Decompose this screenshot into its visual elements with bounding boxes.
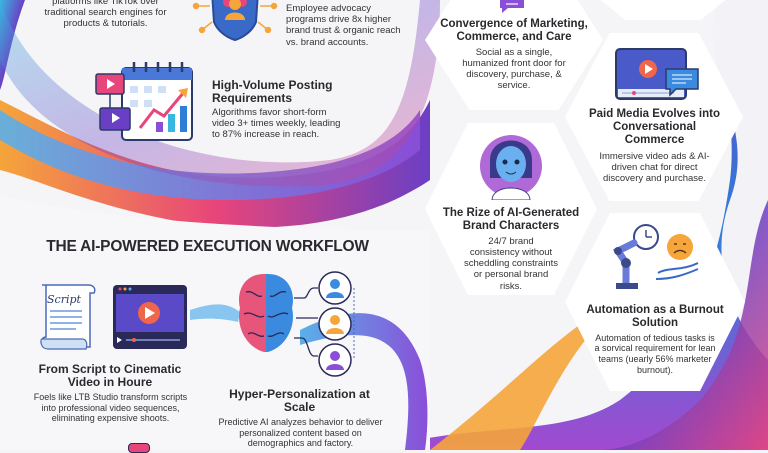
convergence-title: Convergence of Marketing, Commerce, and …: [440, 18, 588, 43]
chat-bubble-icon: [500, 0, 524, 13]
posting-title: High-Volume Posting Requirements: [212, 78, 333, 106]
workflow-connector-ribbon: [300, 313, 428, 450]
convergence-body: Social as a single, humanized front door…: [462, 46, 566, 92]
paid-media-title: Paid Media Evolves into Conversational C…: [588, 108, 720, 146]
ai-characters-title: The Rize of AI-Generated Brand Character…: [442, 207, 580, 232]
partial-bottom-icon: [128, 443, 150, 453]
ai-characters-body: 24/7 brand consistency without scheddlin…: [464, 235, 558, 292]
script-label: Script: [47, 293, 82, 306]
automation-body: Automation of tedious tasks is a sorvica…: [594, 332, 716, 375]
script-document-icon: Script: [40, 284, 96, 350]
personalization-title: Hyper-Personalization at Scale: [229, 387, 370, 415]
automation-title: Automation as a Burnout Solution: [586, 304, 724, 329]
calendar-growth-icon: [95, 62, 193, 141]
hexagon-partial-top: [588, 0, 738, 20]
brain-personalization-icon: [239, 271, 355, 377]
paid-media-body: Immersive video ads & AI-driven chat for…: [599, 150, 710, 185]
shield-community-icon: [192, 0, 278, 42]
advocacy-text: Employee advocacy programs drive 8x high…: [286, 3, 401, 48]
script-to-video-body: Foels like LTB Studio transform scripts …: [33, 392, 188, 424]
ai-character-avatar-icon: [480, 135, 542, 200]
personalization-body: Predictive AI analyzes behavior to deliv…: [218, 417, 383, 449]
video-player-icon: [113, 285, 187, 349]
robot-arm-sad-face-icon: [612, 224, 699, 289]
posting-body: Algorithms favor short-form video 3+ tim…: [212, 107, 341, 141]
script-to-video-title: From Script to Cinematic Video in Houre: [38, 362, 182, 390]
search-behavior-text: platforms like TikTok over traditional s…: [44, 0, 167, 30]
workflow-heading: THE AI-POWERED EXECUTION WORKFLOW: [46, 238, 369, 255]
video-chat-icon: [615, 48, 699, 100]
